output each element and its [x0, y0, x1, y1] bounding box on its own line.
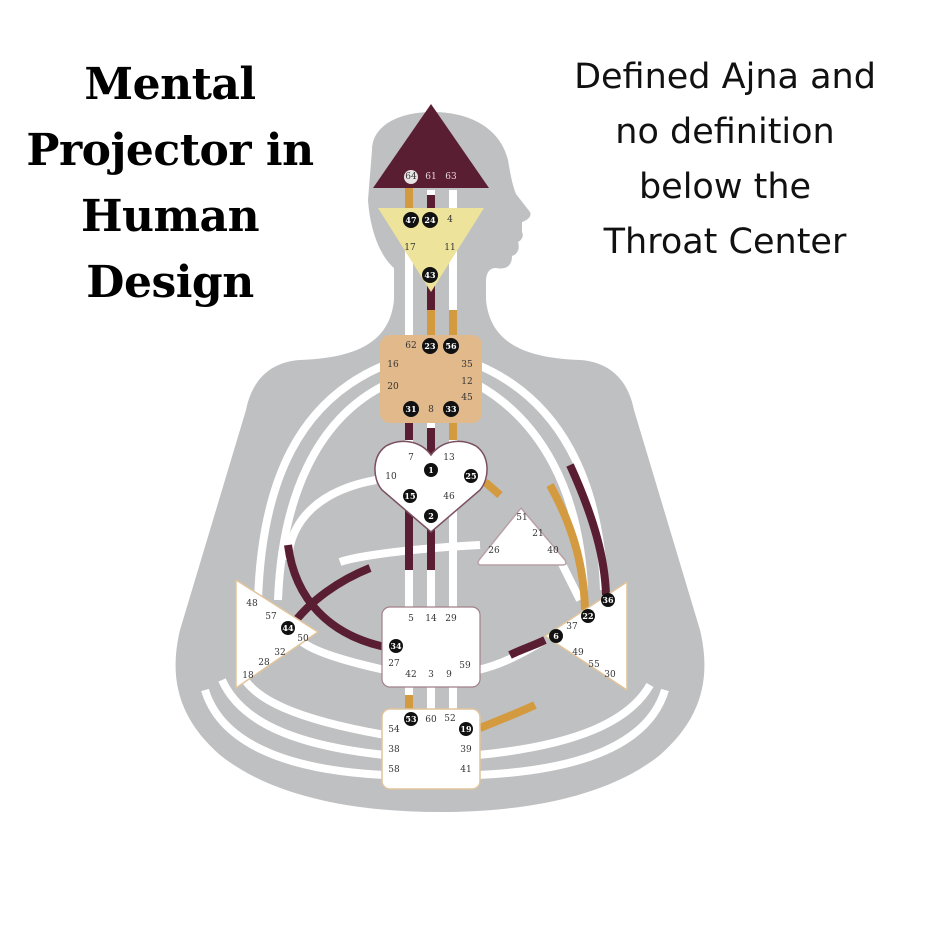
gate-33: 33 [445, 404, 457, 414]
gate-25: 25 [465, 471, 476, 481]
gate-41: 41 [460, 765, 471, 775]
gate-61: 61 [425, 172, 436, 182]
gate-48: 48 [246, 599, 258, 609]
gate-63: 63 [445, 172, 457, 182]
gate-62: 62 [405, 341, 416, 351]
gate-43: 43 [424, 270, 436, 280]
gate-50: 50 [297, 634, 309, 644]
title-line-1: Mental [84, 59, 256, 110]
gate-22: 22 [582, 611, 593, 621]
gate-36-hang [566, 463, 610, 596]
gate-20: 20 [387, 382, 399, 392]
head-center[interactable]: 64 61 63 [373, 104, 489, 188]
gate-15: 15 [404, 491, 415, 501]
gate-13: 13 [443, 453, 455, 463]
sacral-center[interactable]: 5 14 29 34 27 42 3 9 59 [381, 606, 481, 688]
gate-30: 30 [604, 670, 616, 680]
gate-51: 51 [516, 513, 527, 523]
gate-23: 23 [424, 341, 436, 351]
gate-8: 8 [428, 405, 434, 415]
gate-5: 5 [408, 614, 414, 624]
gate-52: 52 [444, 714, 455, 724]
gate-39: 39 [460, 745, 472, 755]
gate-12: 12 [461, 377, 472, 387]
gate-56: 56 [445, 341, 457, 351]
gate-6-hang [508, 636, 547, 659]
caption-line-2: no definition [615, 112, 835, 152]
gate-53: 53 [405, 714, 417, 724]
title-line-2: Projector in [26, 125, 314, 176]
gate-3: 3 [428, 670, 434, 680]
gate-19: 19 [460, 724, 472, 734]
gate-29: 29 [445, 614, 457, 624]
title-line-4: Design [86, 257, 254, 308]
gate-18: 18 [242, 671, 254, 681]
caption: Defined Ajna and no definition below the… [545, 50, 905, 270]
gate-42: 42 [405, 670, 416, 680]
gate-10: 10 [385, 472, 397, 482]
gate-40: 40 [547, 546, 559, 556]
gate-59: 59 [459, 661, 471, 671]
gate-44: 44 [282, 623, 294, 633]
gate-38: 38 [388, 745, 400, 755]
gate-28: 28 [258, 658, 270, 668]
gate-34: 34 [390, 641, 402, 651]
gate-14: 14 [425, 614, 437, 624]
gate-9: 9 [446, 670, 452, 680]
main-title: Mental Projector in Human Design [10, 52, 330, 316]
gate-60: 60 [425, 715, 437, 725]
gate-31: 31 [405, 404, 416, 414]
gate-25-hang [482, 478, 503, 499]
caption-line-3: below the [638, 167, 812, 207]
caption-line-1: Defined Ajna and [574, 57, 876, 97]
gate-7: 7 [408, 453, 414, 463]
spleen-center[interactable]: 48 57 44 50 32 28 18 [235, 579, 319, 689]
gate-55: 55 [588, 660, 600, 670]
throat-center[interactable]: 62 23 56 16 35 20 12 45 31 8 33 [380, 335, 482, 423]
gate-34-hang [284, 544, 386, 651]
gate-11: 11 [444, 243, 455, 253]
gate-54: 54 [388, 725, 400, 735]
gate-1: 1 [428, 465, 434, 475]
gate-58: 58 [388, 765, 400, 775]
gate-6: 6 [553, 631, 559, 641]
gate-26: 26 [488, 546, 500, 556]
gate-36: 36 [602, 595, 614, 605]
gate-4: 4 [447, 215, 453, 225]
gate-2: 2 [428, 511, 434, 521]
title-line-3: Human [80, 191, 260, 242]
gate-27: 27 [388, 659, 400, 669]
gate-64: 64 [405, 172, 417, 182]
gate-47: 47 [405, 215, 416, 225]
ego-center[interactable]: 51 21 26 40 [477, 506, 567, 566]
root-center[interactable]: 53 60 52 54 19 38 39 58 41 [381, 708, 481, 790]
gate-57: 57 [265, 612, 277, 622]
ajna-center[interactable]: 47 24 4 17 11 43 [378, 208, 484, 292]
caption-line-4: Throat Center [603, 222, 847, 262]
gate-16: 16 [387, 360, 399, 370]
g-center[interactable]: 7 1 13 10 25 15 46 2 [374, 440, 488, 533]
gate-49: 49 [572, 648, 584, 658]
gate-46: 46 [443, 492, 455, 502]
gate-32: 32 [274, 648, 285, 658]
solar-plexus-center[interactable]: 36 22 37 6 49 55 30 [544, 581, 628, 691]
gate-19-hang [478, 701, 537, 732]
gate-45: 45 [461, 393, 473, 403]
gate-17: 17 [404, 243, 416, 253]
gate-24: 24 [424, 215, 436, 225]
gate-21: 21 [532, 529, 543, 539]
gate-35: 35 [461, 360, 473, 370]
gate-37: 37 [566, 622, 578, 632]
gate-22-hang [546, 483, 589, 611]
